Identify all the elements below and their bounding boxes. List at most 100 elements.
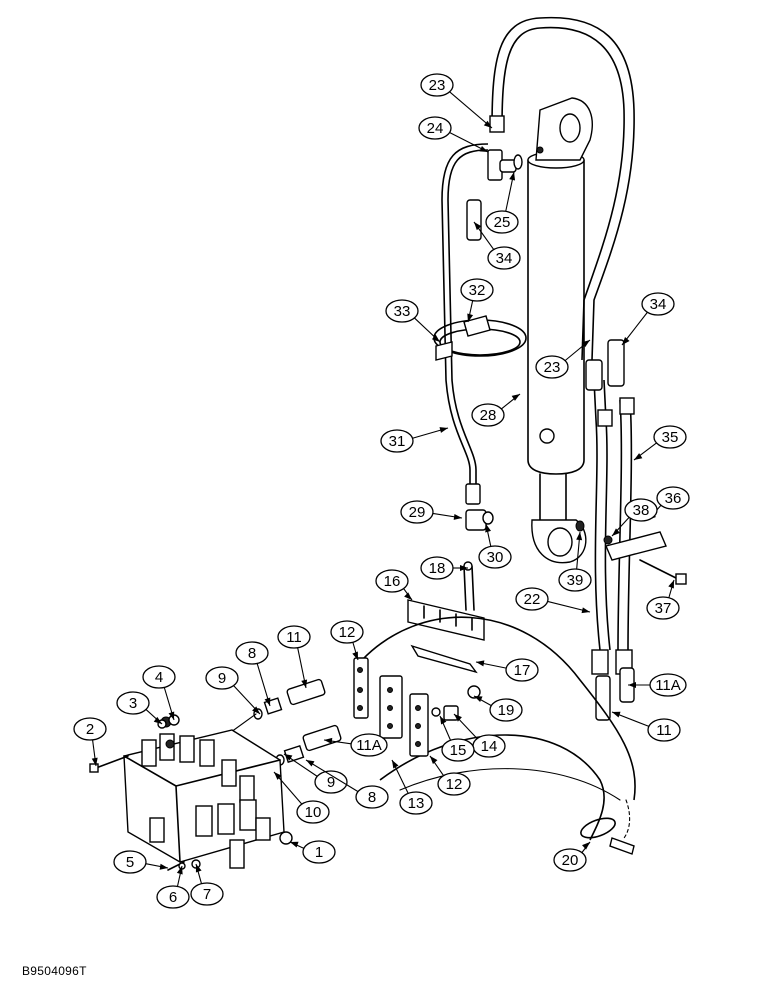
- callout-bubble-9: [314, 770, 348, 794]
- callout-23: 23: [420, 73, 493, 129]
- callout-label-12: 12: [339, 624, 356, 641]
- bracket-16: [407, 599, 485, 641]
- callout-bubble-31: [380, 429, 414, 453]
- callout-bubble-13: [399, 791, 433, 815]
- callout-9: 9: [205, 666, 261, 715]
- callout-label-8: 8: [248, 645, 256, 662]
- callout-bubble-24: [418, 116, 452, 140]
- callout-arrowhead-32: [467, 313, 474, 322]
- callout-bubble-25: [485, 210, 519, 234]
- callout-17: 17: [475, 658, 539, 682]
- callout-leader-23: [449, 91, 493, 129]
- oring-25: [513, 154, 523, 170]
- callout-label-4: 4: [155, 669, 163, 686]
- callout-label-23: 23: [544, 359, 561, 376]
- callout-bubble-10: [296, 800, 330, 824]
- callout-arrowhead-9: [252, 706, 260, 714]
- callout-arrowhead-3: [153, 716, 162, 724]
- callout-bubble-33: [385, 299, 419, 323]
- callout-bubble-15: [441, 738, 475, 762]
- callout-bubble-23: [420, 73, 454, 97]
- cylinder-rod: [539, 473, 567, 521]
- callout-arrowhead-19: [474, 696, 483, 702]
- callout-arrowhead-4: [168, 711, 175, 720]
- callout-label-22: 22: [524, 591, 541, 608]
- callout-bubble-29: [400, 500, 434, 524]
- callout-20: 20: [553, 841, 591, 872]
- bolt-37: [639, 559, 681, 581]
- fitting-11-upper: [286, 678, 326, 706]
- tube-31: [447, 149, 489, 490]
- callout-11: 11: [611, 711, 681, 742]
- callout-bubble-23: [535, 355, 569, 379]
- callout-bubble-22: [515, 587, 549, 611]
- callout-6: 6: [156, 865, 190, 909]
- callout-bubble-30: [478, 545, 512, 569]
- callout-arrowhead-10: [274, 772, 282, 780]
- callout-label-17: 17: [514, 662, 531, 679]
- callout-arrowhead-1: [290, 841, 299, 848]
- callout-bubble-6: [156, 885, 190, 909]
- callout-arrowhead-9: [284, 754, 293, 761]
- part-artwork: [89, 16, 687, 871]
- callout-arrowhead-11A: [628, 682, 636, 688]
- callout-label-11A: 11A: [356, 737, 382, 754]
- callout-arrowhead-2: [91, 757, 98, 766]
- callout-8: 8: [305, 759, 389, 809]
- callout-label-9: 9: [218, 670, 226, 687]
- callout-label-13: 13: [408, 795, 425, 812]
- cylinder-28-body: [527, 159, 585, 475]
- hose-bundle: [361, 616, 636, 801]
- callout-label-12: 12: [446, 776, 463, 793]
- callout-label-19: 19: [498, 702, 515, 719]
- callout-arrowhead-39: [576, 532, 583, 541]
- callout-13: 13: [391, 759, 433, 815]
- callout-arrowhead-12: [352, 651, 358, 660]
- callout-arrowhead-6: [176, 866, 183, 875]
- callout-label-38: 38: [633, 502, 650, 519]
- tube-31-inner: [441, 143, 489, 490]
- callout-12: 12: [429, 755, 471, 796]
- callout-34: 34: [473, 221, 521, 270]
- callout-label-28: 28: [480, 407, 497, 424]
- callout-label-31: 31: [389, 433, 406, 450]
- pin-18: [463, 565, 475, 611]
- callout-arrowhead-22: [581, 607, 590, 614]
- callout-bubble-12: [330, 620, 364, 644]
- callout-arrowhead-5: [159, 863, 168, 870]
- callout-4: 4: [142, 665, 176, 721]
- figure-reference-code: B9504096T: [22, 964, 87, 978]
- callout-arrowhead-11: [301, 679, 308, 688]
- callout-bubble-3: [116, 691, 150, 715]
- callout-38: 38: [611, 498, 658, 537]
- callout-bubble-38: [624, 498, 658, 522]
- callout-arrowhead-28: [511, 394, 520, 401]
- callout-arrowhead-38: [612, 528, 620, 536]
- callout-arrowhead-18: [460, 565, 468, 571]
- callout-bubble-4: [142, 665, 176, 689]
- callout-bubble-17: [505, 658, 539, 682]
- callout-arrowhead-14: [454, 714, 462, 722]
- callout-arrowhead-11: [612, 711, 621, 718]
- callout-label-9: 9: [327, 774, 335, 791]
- callout-label-30: 30: [487, 549, 504, 566]
- callout-label-7: 7: [203, 886, 211, 903]
- callout-arrowhead-23: [483, 120, 492, 128]
- washer-15: [431, 707, 441, 717]
- cylinder-port: [539, 428, 555, 444]
- callout-bubble-9: [205, 666, 239, 690]
- callout-5: 5: [113, 850, 169, 874]
- callout-30: 30: [478, 523, 512, 569]
- callout-25: 25: [485, 171, 519, 234]
- fitting-34-upper: [466, 199, 482, 241]
- callout-bubble-7: [190, 882, 224, 906]
- fitting-11-right: [595, 675, 611, 721]
- callout-label-24: 24: [427, 120, 444, 137]
- callout-label-8: 8: [368, 789, 376, 806]
- fitting-11A-lower: [302, 724, 342, 752]
- callout-label-29: 29: [409, 504, 426, 521]
- callout-bubble-28: [471, 403, 505, 427]
- callout-9: 9: [283, 753, 348, 794]
